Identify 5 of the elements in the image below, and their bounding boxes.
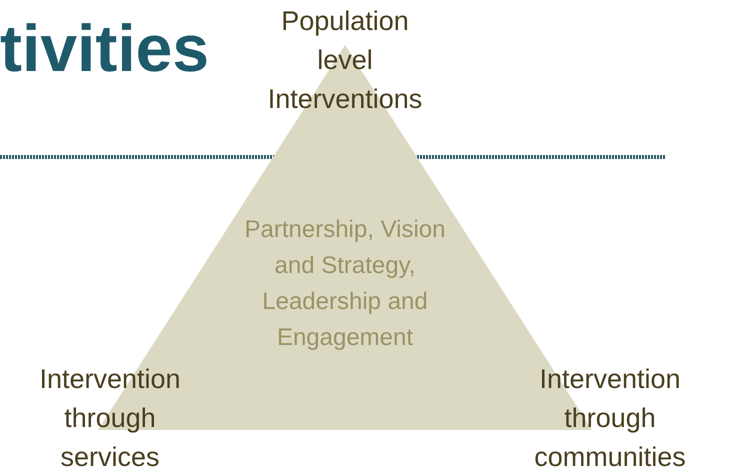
triangle-text: Partnership, Vision and Strategy, Leadership and Engagement bbox=[244, 215, 446, 353]
corner-label: Intervention through services bbox=[38, 363, 182, 474]
corner-label: Population level Interventions bbox=[266, 5, 424, 116]
corner-label: Intervention through communities bbox=[533, 363, 687, 474]
heading: tivities bbox=[0, 10, 210, 87]
